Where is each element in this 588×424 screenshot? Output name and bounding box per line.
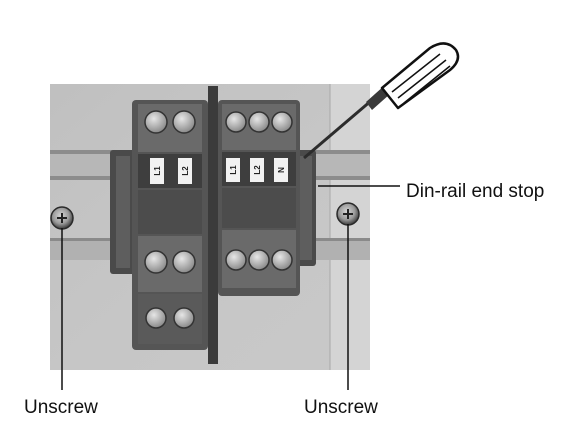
marking-text: L1: [229, 165, 238, 175]
end-stop-right: [296, 150, 316, 266]
mounting-screw-right: [336, 202, 360, 226]
end-stop-left: [110, 150, 136, 274]
din-rail-end-stop-label: Din-rail end stop: [406, 181, 545, 202]
mounting-screw-left: [50, 206, 74, 230]
callout-lines: [61, 185, 400, 390]
separator-plate: [208, 86, 218, 364]
marking-text: N: [277, 167, 286, 173]
marking-text: L1: [153, 166, 162, 176]
marking-text: L2: [181, 166, 190, 176]
terminal-block-group-right: [218, 100, 300, 296]
marking-text: L2: [253, 165, 262, 175]
screwdriver-icon: [303, 42, 460, 160]
unscrew-left-label: Unscrew: [24, 397, 98, 418]
terminal-block-group-left: [132, 100, 208, 350]
terminal-markings: L1 L2 L1 L2 N: [153, 165, 286, 176]
unscrew-right-label: Unscrew: [304, 397, 378, 418]
